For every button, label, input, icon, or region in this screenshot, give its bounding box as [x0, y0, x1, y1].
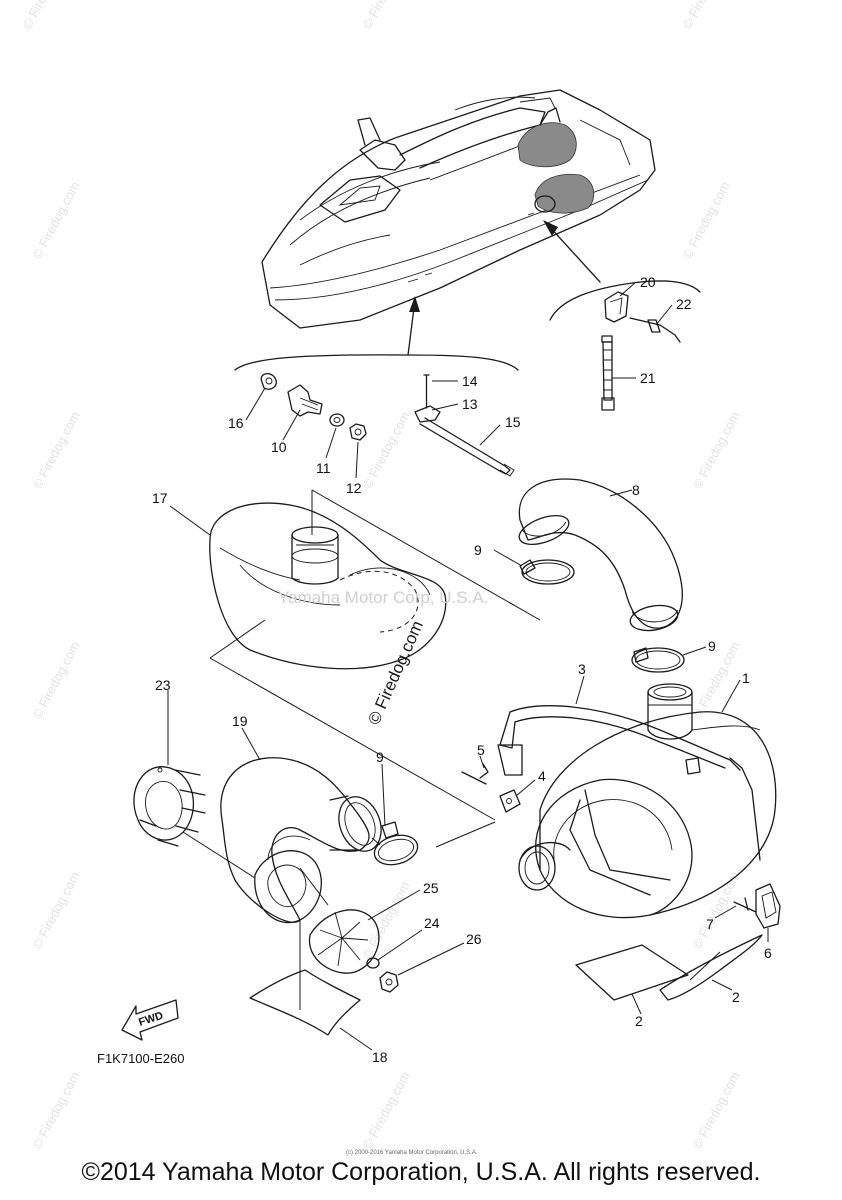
- exhaust-pipe-19: [220, 757, 382, 923]
- callout-18: 18: [372, 1049, 388, 1065]
- center-watermark: Yamaha Motor Corp, U.S.A.: [278, 588, 488, 607]
- watermark: © Firedog.com: [29, 869, 82, 951]
- watermark: © Firedog.com: [689, 869, 742, 951]
- watermark: © Firedog.com: [679, 0, 732, 31]
- pad-2b: [659, 934, 763, 1001]
- guide-line: [299, 867, 329, 906]
- strap-fastener-group: [414, 374, 515, 477]
- watermark: © Firedog.com: [689, 639, 742, 721]
- callout-9: 9: [474, 542, 482, 558]
- pad-18: [249, 969, 361, 1036]
- callout-3: 3: [578, 661, 586, 677]
- group-bracket: [234, 354, 519, 371]
- guide-line: [371, 837, 381, 846]
- pointer-arrowhead: [543, 220, 558, 236]
- pointer-arrowhead: [409, 296, 420, 312]
- callout-12: 12: [346, 480, 362, 496]
- watermark: © Firedog.com: [359, 879, 412, 961]
- watermark: © Firedog.com: [29, 179, 82, 261]
- callout-15: 15: [505, 414, 521, 430]
- callout-21: 21: [640, 370, 656, 386]
- hose-clamp-9c: [373, 821, 419, 866]
- exhaust-pipe-8: [518, 478, 683, 632]
- firedog-watermarks: © Firedog.com © Firedog.com © Firedog.co…: [19, 0, 742, 1151]
- guide-line: [209, 619, 266, 659]
- callout-22: 22: [676, 296, 692, 312]
- diagram-code: F1K7100-E260: [97, 1051, 184, 1066]
- watermark: © Firedog.com: [689, 409, 742, 491]
- watermark: © Firedog.com: [29, 1069, 82, 1151]
- guide-line: [182, 831, 256, 879]
- callout-8: 8: [632, 482, 640, 498]
- callout-9: 9: [376, 749, 384, 765]
- callout-16: 16: [228, 415, 244, 431]
- callout-7: 7: [706, 916, 714, 932]
- callout-6: 6: [764, 945, 772, 961]
- callout-2: 2: [732, 989, 740, 1005]
- fastener-group: [260, 372, 367, 441]
- gasket-ring-23: [133, 766, 206, 847]
- strap-3: [497, 705, 761, 861]
- watermark: © Firedog.com: [679, 179, 732, 261]
- watercraft-outline: [261, 89, 656, 329]
- hose-clamp-9b: [631, 647, 685, 673]
- watermark: © Firedog.com: [29, 409, 82, 491]
- guide-line: [209, 657, 496, 821]
- guide-line: [311, 489, 541, 621]
- guide-line: [689, 951, 721, 981]
- callout-2: 2: [635, 1013, 643, 1029]
- callout-20: 20: [640, 274, 656, 290]
- nut-26: [379, 971, 399, 993]
- callout-13: 13: [462, 396, 478, 412]
- callout-5: 5: [477, 742, 485, 758]
- exhaust-diagram-svg: © Firedog.com © Firedog.com © Firedog.co…: [19, 0, 781, 1156]
- callout-1: 1: [742, 670, 750, 686]
- bracket-4-bolt-5: [461, 763, 521, 813]
- pad-2a: [575, 944, 689, 1001]
- callout-11: 11: [316, 460, 331, 476]
- group-bracket: [549, 280, 701, 321]
- hose-clamp-9a: [519, 559, 575, 585]
- watermark: © Firedog.com: [359, 409, 412, 491]
- callout-10: 10: [271, 439, 287, 455]
- fwd-direction-icon: FWD: [121, 999, 179, 1041]
- flange-plate-25: [308, 909, 380, 974]
- watermark: © Firedog.com: [19, 0, 72, 31]
- water-lock-17: [209, 502, 447, 670]
- copyright-footer: ©2014 Yamaha Motor Corporation, U.S.A. A…: [81, 1158, 761, 1186]
- callout-4: 4: [538, 768, 546, 784]
- rotated-firedog-watermark: © Firedog.com: [364, 618, 427, 728]
- watermark: © Firedog.com: [29, 639, 82, 721]
- clip-band-group: [601, 291, 681, 411]
- watermark: © Firedog.com: [689, 1069, 742, 1151]
- leader-lines: [167, 281, 769, 1051]
- callout-23: 23: [155, 677, 171, 693]
- callout-19: 19: [232, 713, 248, 729]
- bracket-6-bolt-7: [733, 883, 781, 929]
- callout-26: 26: [466, 931, 482, 947]
- callout-14: 14: [462, 373, 478, 389]
- guide-line: [435, 821, 496, 848]
- watermark: © Firedog.com: [359, 1069, 412, 1151]
- callout-24: 24: [424, 915, 440, 931]
- flange-gasket: [254, 850, 322, 924]
- callout-17: 17: [152, 490, 168, 506]
- pointer-line: [547, 224, 601, 283]
- washer-24: [366, 957, 380, 969]
- tiny-print: (c) 2000-2016 Yamaha Motor Corporation, …: [346, 1150, 478, 1156]
- callout-9: 9: [708, 638, 716, 654]
- callout-numbers: 1 2 2 3 4 5 6 7 8 9 9 9 10 11 12 13 14 1…: [152, 274, 772, 1065]
- callout-25: 25: [423, 880, 439, 896]
- muffler-1: [518, 683, 777, 919]
- watermark: © Firedog.com: [359, 0, 412, 31]
